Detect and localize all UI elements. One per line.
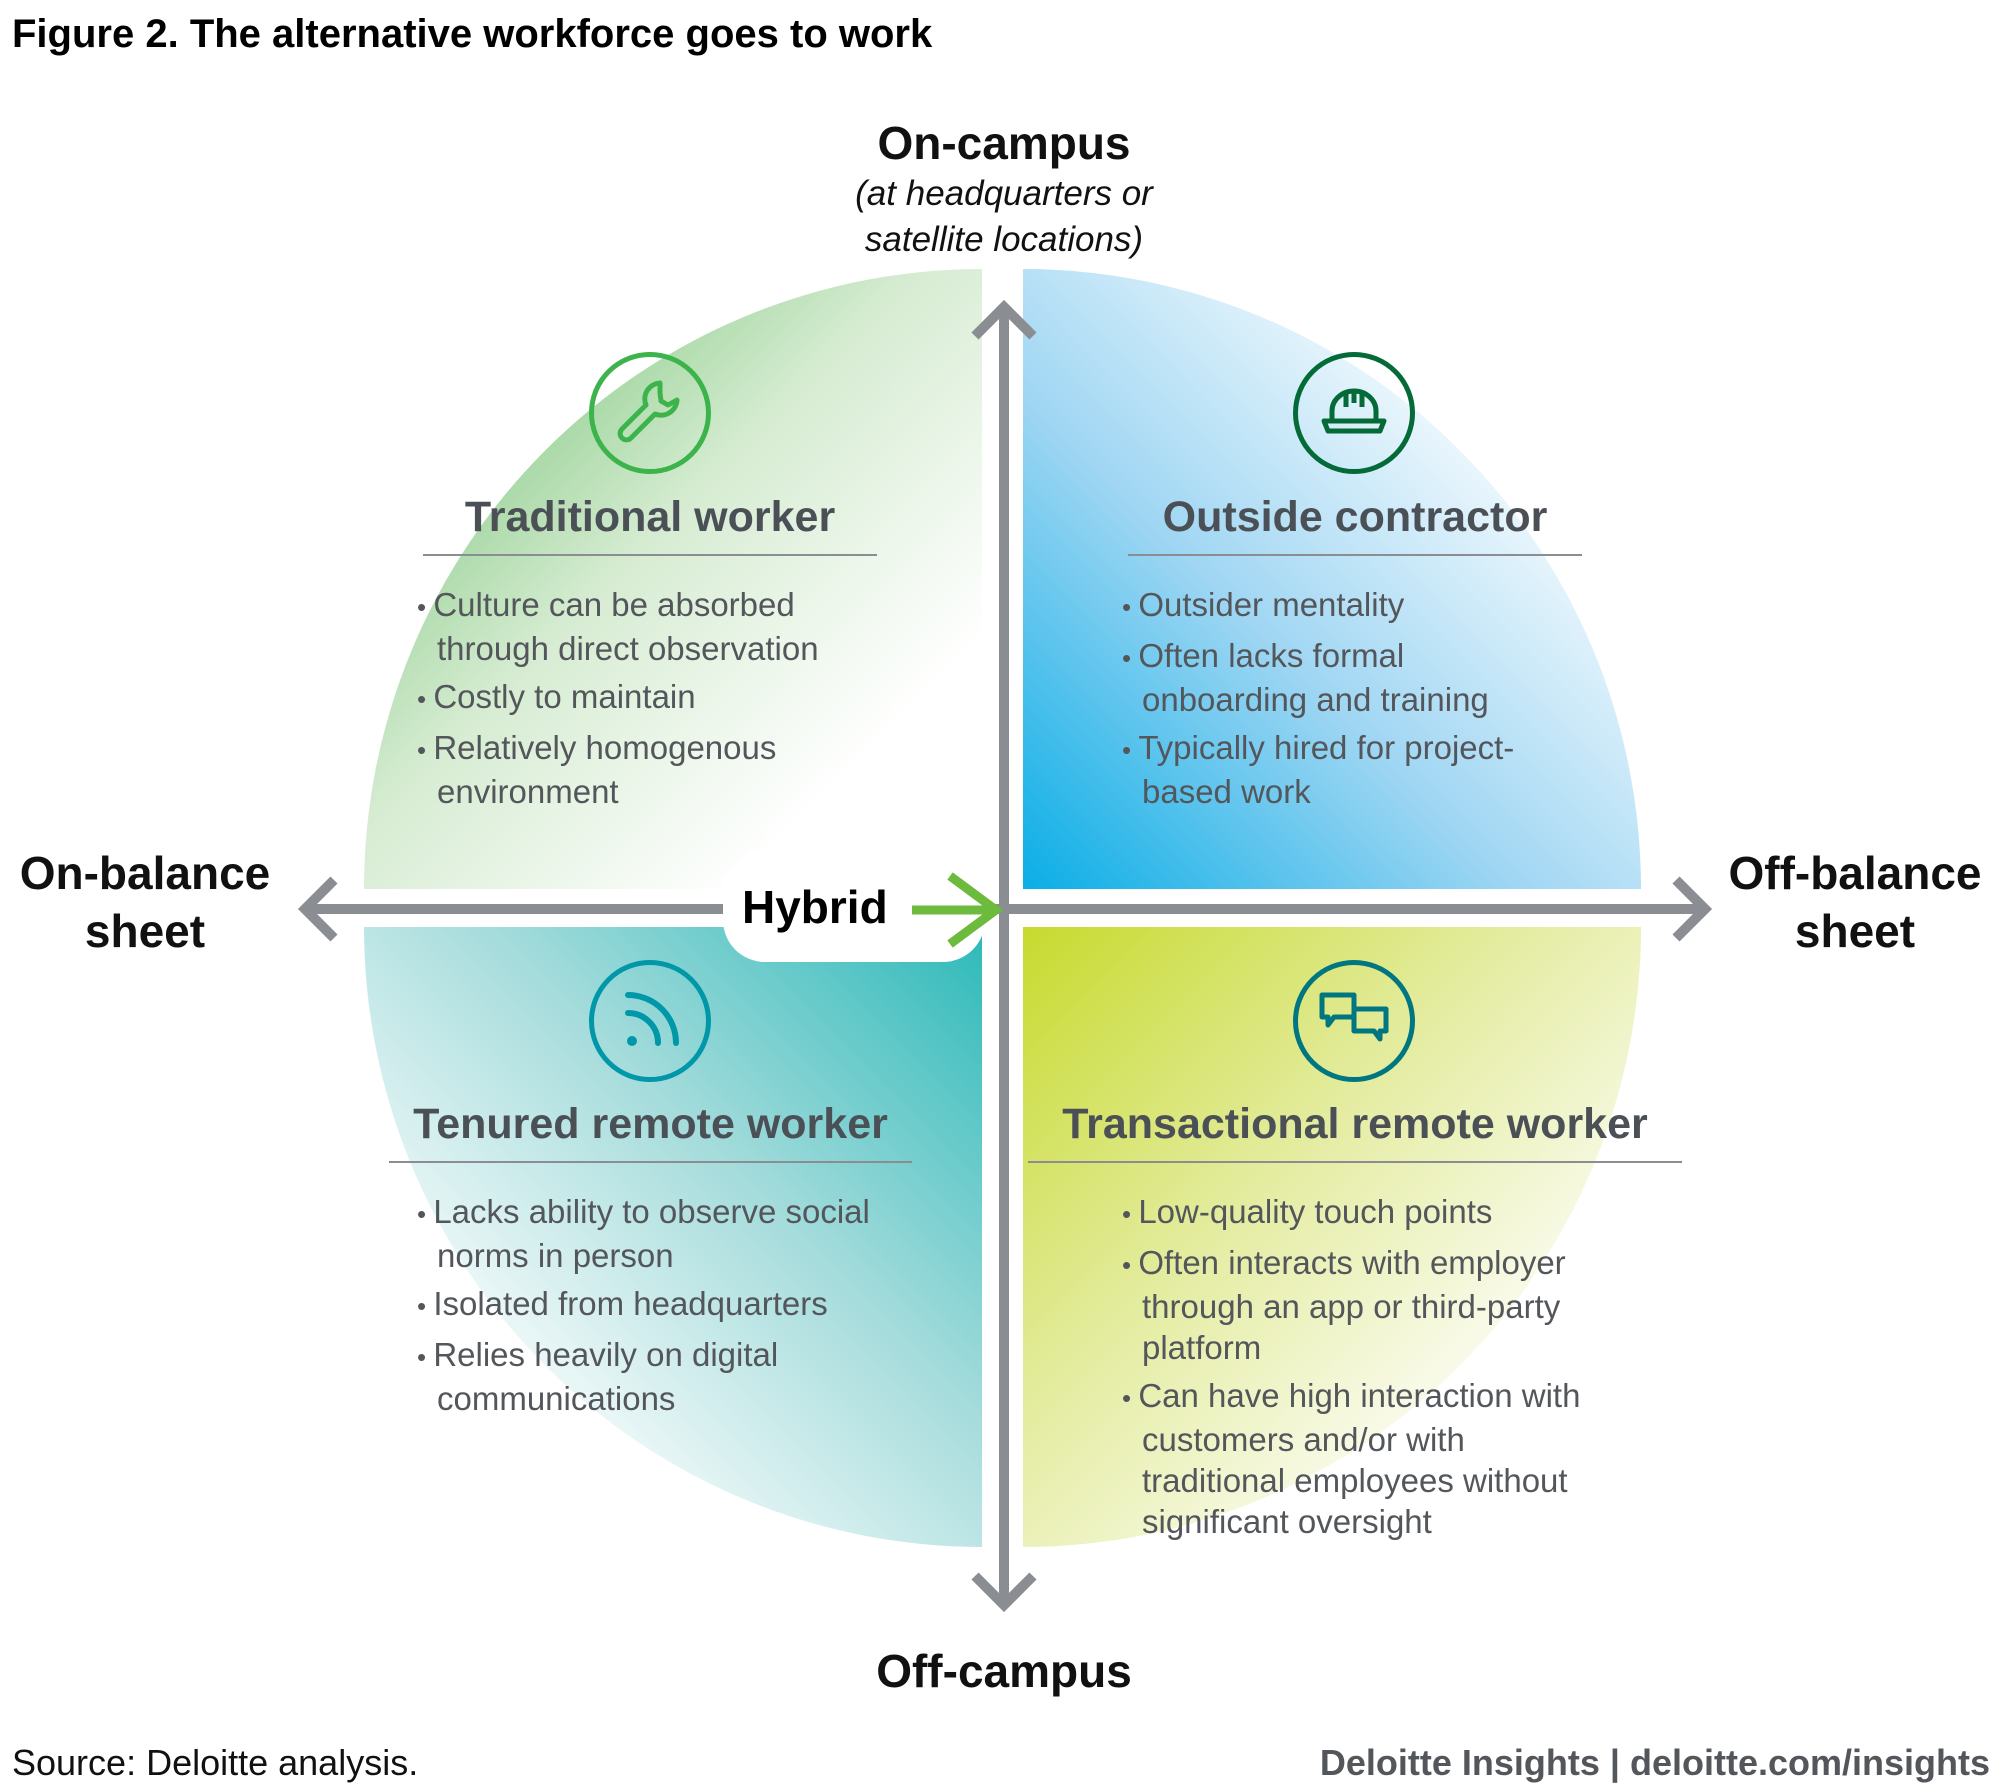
axis-label-off-balance-line1: Off-balance [1728, 847, 1982, 899]
wrench-icon [589, 352, 711, 474]
bullet-item: Isolated from headquarters [417, 1283, 897, 1327]
axis-label-on-balance-line1: On-balance [19, 847, 271, 899]
axis-sublabel-line1: (at headquarters or [855, 174, 1153, 213]
bullet-item: Relies heavily on digital communications [417, 1334, 897, 1419]
bullet-item: Often lacks formal onboarding and traini… [1122, 635, 1562, 720]
right-arrowhead [1672, 876, 1713, 942]
left-arrowhead [297, 876, 338, 942]
axis-label-on-campus: On-campus [877, 117, 1131, 169]
bullet-item: Costly to maintain [417, 676, 877, 720]
hybrid-label: Hybrid [742, 881, 888, 933]
quadrant-title-transactional: Transactional remote worker [1028, 1100, 1682, 1163]
quadrant-title-tenured: Tenured remote worker [389, 1100, 912, 1163]
up-arrowhead [971, 299, 1037, 340]
credit-link[interactable]: Deloitte Insights | deloitte.com/insight… [1319, 1742, 1990, 1783]
figure-title: Figure 2. The alternative workforce goes… [12, 12, 933, 56]
bullet-item: Low-quality touch points [1122, 1191, 1592, 1235]
hybrid-arrow-icon [912, 872, 1002, 948]
bullet-item: Culture can be absorbed through direct o… [417, 584, 877, 669]
quadrant-title-contractor: Outside contractor [1128, 493, 1582, 556]
hard-hat-icon [1293, 352, 1415, 474]
bullet-item: Relatively homogenous environment [417, 727, 877, 812]
bullet-item: Can have high interaction with customers… [1122, 1375, 1592, 1542]
axis-label-off-campus: Off-campus [876, 1645, 1132, 1697]
axis-label-on-balance: On-balance sheet [0, 844, 290, 960]
bullets-tenured: Lacks ability to observe social norms in… [417, 1191, 897, 1426]
axis-label-off-balance-line2: sheet [1794, 905, 1916, 957]
quadrant-title-traditional: Traditional worker [423, 493, 877, 556]
bullets-transactional: Low-quality touch points Often interacts… [1122, 1191, 1592, 1549]
down-arrowhead [971, 1572, 1037, 1613]
bullet-item: Often interacts with employer through an… [1122, 1242, 1592, 1368]
axis-label-on-balance-line2: sheet [84, 905, 206, 957]
bullet-item: Outsider mentality [1122, 584, 1562, 628]
chat-bubbles-icon [1293, 960, 1415, 1082]
bullets-contractor: Outsider mentality Often lacks formal on… [1122, 584, 1562, 819]
axis-label-off-balance: Off-balance sheet [1710, 844, 2000, 960]
source-note: Source: Deloitte analysis. [12, 1742, 419, 1783]
bullet-item: Lacks ability to observe social norms in… [417, 1191, 897, 1276]
wifi-signal-icon [589, 960, 711, 1082]
bullet-item: Typically hired for project-based work [1122, 727, 1562, 812]
axis-sublabel-line2: satellite locations) [864, 220, 1144, 259]
bullets-traditional: Culture can be absorbed through direct o… [417, 584, 877, 819]
